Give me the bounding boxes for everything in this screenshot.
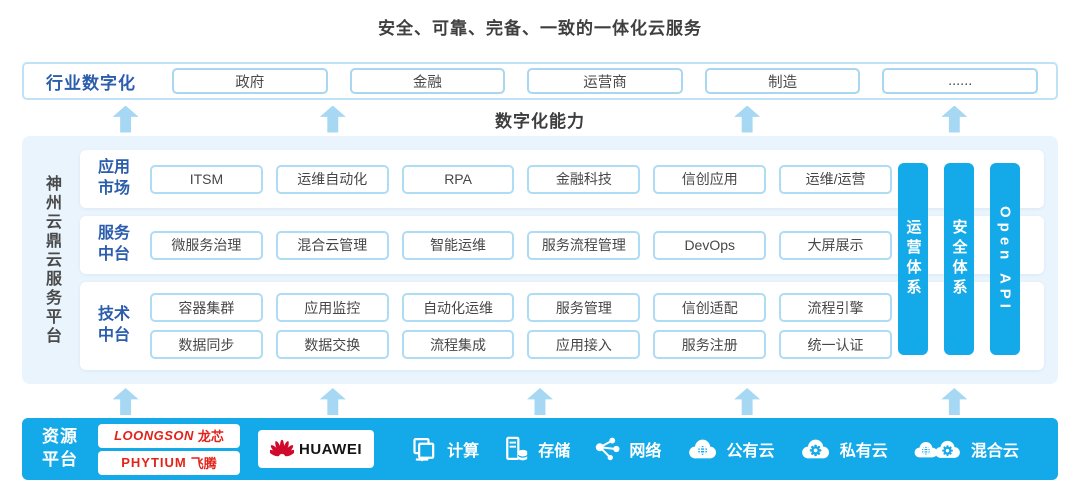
huawei-flower-icon xyxy=(270,439,294,457)
up-arrow-icon xyxy=(526,388,553,415)
section-tech-platform: 技术中台 容器集群 应用监控 自动化运维 服务管理 信创适配 流程引擎 数据同步… xyxy=(80,282,1044,370)
public-cloud-icon xyxy=(688,439,716,459)
capability-public-cloud: 公有云 xyxy=(685,435,775,463)
infrastructure-capabilities: 计算 存储 xyxy=(388,435,1042,463)
page-title: 安全、可靠、完备、一致的一体化云服务 xyxy=(378,19,702,38)
industry-item-manufacturing: 制造 xyxy=(704,68,861,94)
capability-item: 智能运维 xyxy=(401,230,515,260)
platform-panel: 神州云鼎云服务平台 应用市场 ITSM 运维自动化 RPA 金融科技 信创应用 … xyxy=(22,136,1058,384)
top-arrow-row: 数字化能力 xyxy=(22,104,1058,134)
digital-capability-label: 数字化能力 xyxy=(494,111,585,131)
section-label: 技术中台 xyxy=(98,306,131,344)
industry-item-finance: 金融 xyxy=(349,68,506,94)
capability-item: 运维自动化 xyxy=(275,164,389,194)
capability-item: ITSM xyxy=(150,164,263,194)
industry-label: 行业数字化 xyxy=(46,73,136,93)
platform-sections: 应用市场 ITSM 运维自动化 RPA 金融科技 信创应用 运维/运营 服务中台 xyxy=(80,150,1044,370)
capability-item: 运维/运营 xyxy=(779,164,892,194)
industry-row: 行业数字化 政府 金融 运营商 制造 ...... xyxy=(22,62,1058,100)
capability-private-cloud: 私有云 xyxy=(798,435,888,463)
capability-item: 数据同步 xyxy=(150,330,263,359)
capability-item: 应用监控 xyxy=(275,293,389,322)
capability-item: 大屏展示 xyxy=(779,230,892,260)
capability-item: 数据交换 xyxy=(275,330,389,359)
private-cloud-icon xyxy=(801,439,829,459)
up-arrow-icon xyxy=(734,105,761,133)
capability-item: 金融科技 xyxy=(527,164,641,194)
capability-item: 应用接入 xyxy=(527,330,641,359)
capability-item: 容器集群 xyxy=(150,293,263,322)
capability-item: 服务管理 xyxy=(527,293,641,322)
section-app-market: 应用市场 ITSM 运维自动化 RPA 金融科技 信创应用 运维/运营 xyxy=(80,150,1044,208)
pillar-open-api: Open API xyxy=(990,163,1020,355)
capability-storage: 存储 xyxy=(502,435,570,463)
up-arrow-icon xyxy=(112,105,139,133)
capability-compute: 计算 xyxy=(411,435,479,463)
capability-hybrid-cloud: 混合云 xyxy=(911,435,1019,463)
phytium-logo: PHYTIUM 飞腾 xyxy=(98,450,240,475)
resource-label: 资源平台 xyxy=(42,427,78,469)
pillar-operation-system: 运营体系 xyxy=(898,163,928,355)
chip-vendor-logos: LOONGSON 龙芯 PHYTIUM 飞腾 xyxy=(98,423,240,475)
up-arrow-icon xyxy=(941,105,968,133)
platform-name: 神州云鼎云服务平台 xyxy=(43,174,60,346)
capability-item: 服务流程管理 xyxy=(527,230,641,260)
compute-icon xyxy=(413,437,435,462)
up-arrow-icon xyxy=(112,388,139,415)
capability-item: 自动化运维 xyxy=(401,293,515,322)
network-icon xyxy=(596,437,620,461)
capability-item: 服务注册 xyxy=(653,330,767,359)
section-service-platform: 服务中台 微服务治理 混合云管理 智能运维 服务流程管理 DevOps 大屏展示 xyxy=(80,216,1044,274)
industry-item-operator: 运营商 xyxy=(527,68,683,94)
up-arrow-icon xyxy=(319,105,346,133)
vertical-pillars: 运营体系 安全体系 Open API xyxy=(898,163,1020,355)
capability-network: 网络 xyxy=(593,435,661,463)
resource-platform-bar: 资源平台 LOONGSON 龙芯 PHYTIUM 飞腾 xyxy=(22,418,1058,480)
bottom-arrow-row xyxy=(22,388,1058,415)
up-arrow-icon xyxy=(941,388,968,415)
capability-item: 混合云管理 xyxy=(275,230,389,260)
huawei-logo: HUAWEI xyxy=(258,430,374,468)
capability-item: DevOps xyxy=(653,230,767,260)
pillar-security-system: 安全体系 xyxy=(944,163,974,355)
capability-item: RPA xyxy=(401,164,515,194)
capability-item: 信创应用 xyxy=(653,164,767,194)
industry-item-more: ...... xyxy=(882,68,1038,94)
capability-item: 信创适配 xyxy=(653,293,767,322)
hybrid-cloud-icon xyxy=(914,440,960,458)
section-label: 服务中台 xyxy=(98,225,131,263)
capability-item: 微服务治理 xyxy=(150,230,263,260)
capability-item: 流程集成 xyxy=(401,330,515,359)
loongson-logo: LOONGSON 龙芯 xyxy=(98,423,240,448)
industry-item-government: 政府 xyxy=(172,68,328,94)
up-arrow-icon xyxy=(319,388,346,415)
storage-icon xyxy=(506,436,529,461)
up-arrow-icon xyxy=(734,388,761,415)
capability-item: 流程引擎 xyxy=(779,293,892,322)
capability-item: 统一认证 xyxy=(779,330,892,359)
section-label: 应用市场 xyxy=(98,159,131,197)
